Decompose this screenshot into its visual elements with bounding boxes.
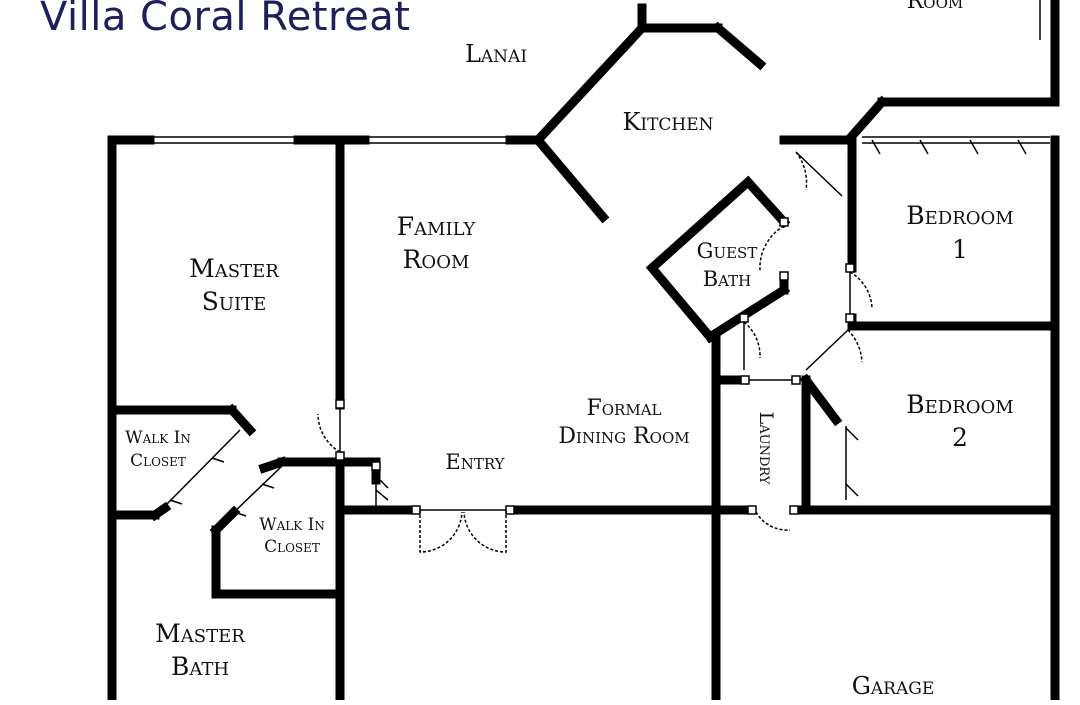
room-label-top-right: Room [907,0,964,14]
room-label-family-room-2: Room [403,245,470,274]
room-label-formal-dining-1: Formal [586,396,661,421]
room-label-master-bath-1: Master [155,619,245,648]
room-label-entry: Entry [445,450,505,474]
room-label-guest-bath-1: Guest [697,239,758,263]
room-label-guest-bath-2: Bath [703,267,752,291]
room-label-master-suite-2: Suite [202,287,267,316]
room-label-lanai: Lanai [465,40,527,68]
walls [107,0,1060,705]
room-label-kitchen: Kitchen [622,108,713,136]
room-label-closet2-2: Closet [264,537,320,557]
room-label-closet1-2: Closet [130,451,186,471]
room-label-formal-dining-2: Dining Room [558,424,689,449]
room-label-master-bath-2: Bath [171,652,229,681]
room-label-bedroom2-2: 2 [952,423,968,452]
doors [164,139,1027,553]
room-label-closet1-1: Walk In [125,428,191,448]
room-label-garage: Garage [852,672,935,700]
room-label-bedroom1-1: Bedroom [906,201,1013,230]
room-label-master-suite-1: Master [189,254,279,283]
room-label-bedroom1-2: 1 [952,235,968,264]
page-title: Villa Coral Retreat [40,0,411,40]
room-label-laundry: Laundry [755,412,777,485]
windows [150,0,1050,144]
room-label-family-room-1: Family [397,212,477,241]
room-label-closet2-1: Walk In [259,515,325,535]
room-label-bedroom2-1: Bedroom [906,390,1013,419]
